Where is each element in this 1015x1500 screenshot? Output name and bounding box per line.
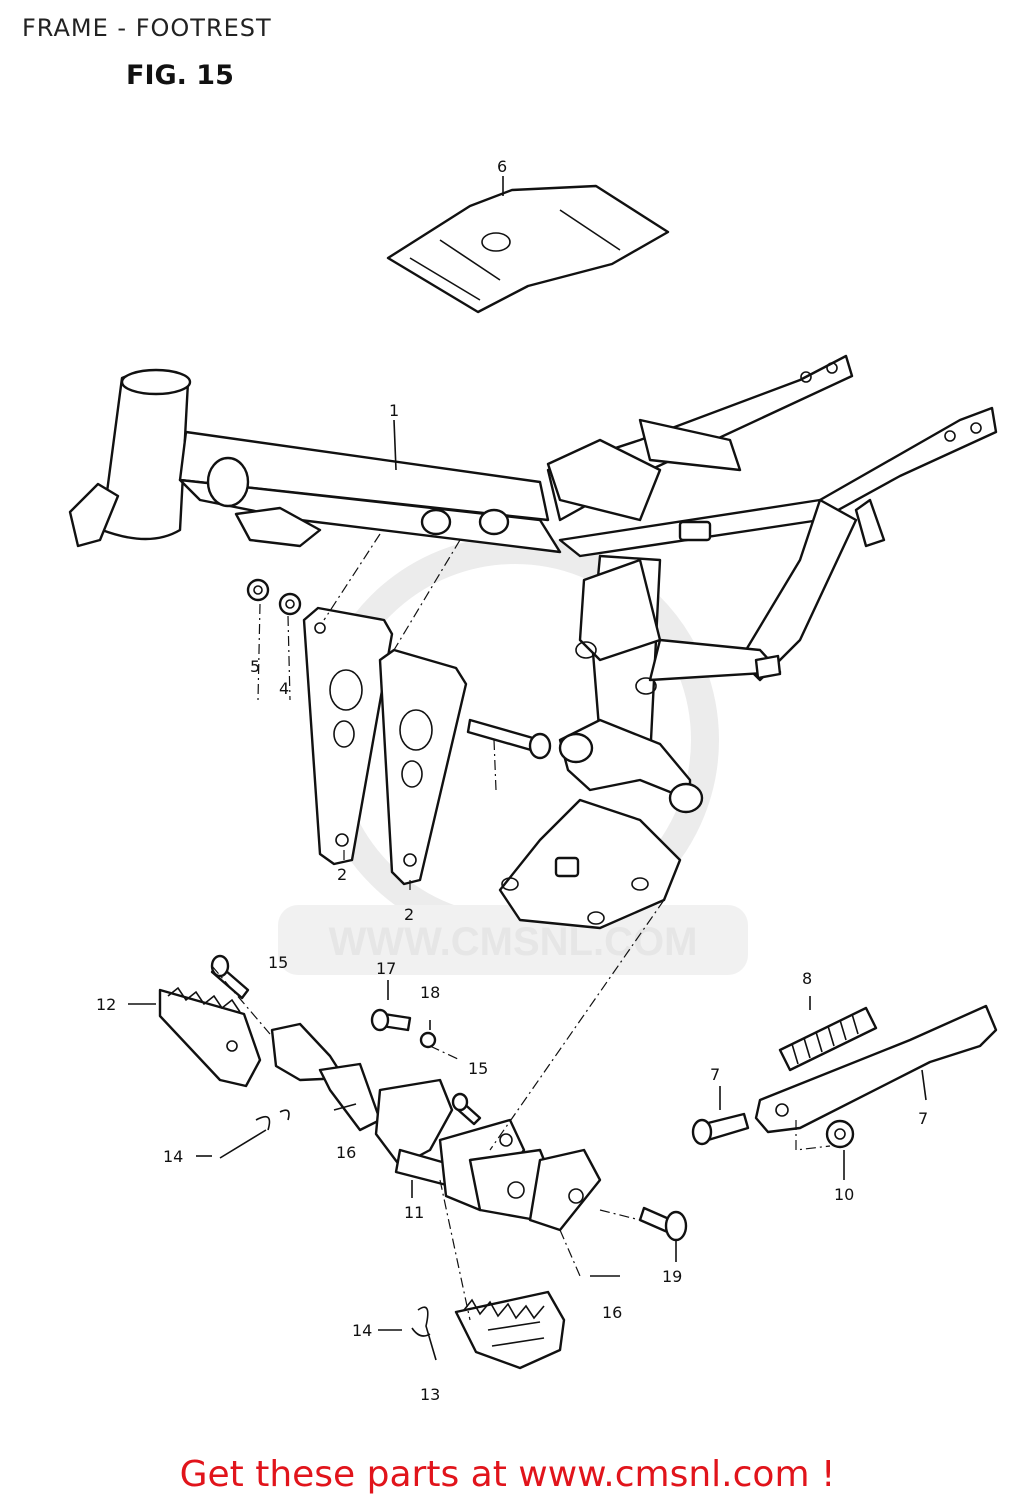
part-2-plate-right — [378, 648, 468, 886]
callout-14-lower: 14 — [352, 1321, 372, 1340]
callout-labels: 6 1 5 4 2 2 15 17 18 12 15 14 16 11 8 7 … — [96, 157, 928, 1404]
callout-17: 17 — [376, 959, 396, 978]
part-5-nut — [246, 578, 270, 602]
watermark-text: WWW.CMSNL.COM — [329, 920, 698, 964]
part-13-footpeg — [454, 1290, 566, 1370]
page-title: FRAME - FOOTREST — [22, 14, 272, 42]
part-15-bolt-middle — [451, 1092, 482, 1126]
part-6-pad — [386, 184, 670, 314]
callout-6: 6 — [497, 157, 507, 176]
callout-11: 11 — [404, 1203, 424, 1222]
part-15-bolt-upper — [210, 954, 250, 1000]
callout-18: 18 — [420, 983, 440, 1002]
callout-16-upper: 16 — [336, 1143, 356, 1162]
callout-10: 10 — [834, 1185, 854, 1204]
part-19-bolt — [638, 1206, 688, 1242]
callout-13: 13 — [420, 1385, 440, 1404]
part-10-nut — [825, 1119, 855, 1149]
part-12-footpeg — [158, 986, 262, 1088]
part-14-clip-lower — [411, 1306, 437, 1361]
part-8-spring — [778, 1006, 878, 1072]
callout-8: 8 — [802, 969, 812, 988]
callout-7: 7 — [918, 1109, 928, 1128]
part-16-pin-upper — [333, 1103, 357, 1111]
part-18-washer — [419, 1031, 437, 1049]
promo-footer[interactable]: Get these parts at www.cmsnl.com ! — [0, 1454, 1015, 1495]
callout-5: 5 — [250, 657, 260, 676]
callout-2-right: 2 — [404, 905, 414, 924]
callout-leaders — [128, 176, 927, 1331]
part-17-bolt — [370, 1008, 412, 1032]
part-2-plate-left — [302, 606, 394, 866]
part-7-side-stand — [754, 1004, 998, 1134]
callout-9: 7 — [710, 1065, 720, 1084]
part-11-footrest-bracket — [270, 1022, 602, 1232]
callout-16-lower: 16 — [602, 1303, 622, 1322]
callout-4: 4 — [279, 679, 289, 698]
callout-2-left: 2 — [337, 865, 347, 884]
part-14-clip-upper — [219, 1109, 290, 1159]
callout-15-upper: 15 — [268, 953, 288, 972]
callout-19: 19 — [662, 1267, 682, 1286]
part-4-washer — [278, 592, 302, 616]
part-1-frame — [68, 354, 998, 930]
promo-link[interactable]: Get these parts at www.cmsnl.com ! — [179, 1454, 836, 1495]
callout-12: 12 — [96, 995, 116, 1014]
part-9-bolt — [691, 1112, 750, 1146]
assembly-guide-lines — [211, 533, 831, 1321]
callout-1: 1 — [389, 401, 399, 420]
pivot-bolt — [466, 718, 552, 760]
callout-14-upper: 14 — [163, 1147, 183, 1166]
callout-15-middle: 15 — [468, 1059, 488, 1078]
figure-label: FIG. 15 — [126, 60, 234, 91]
